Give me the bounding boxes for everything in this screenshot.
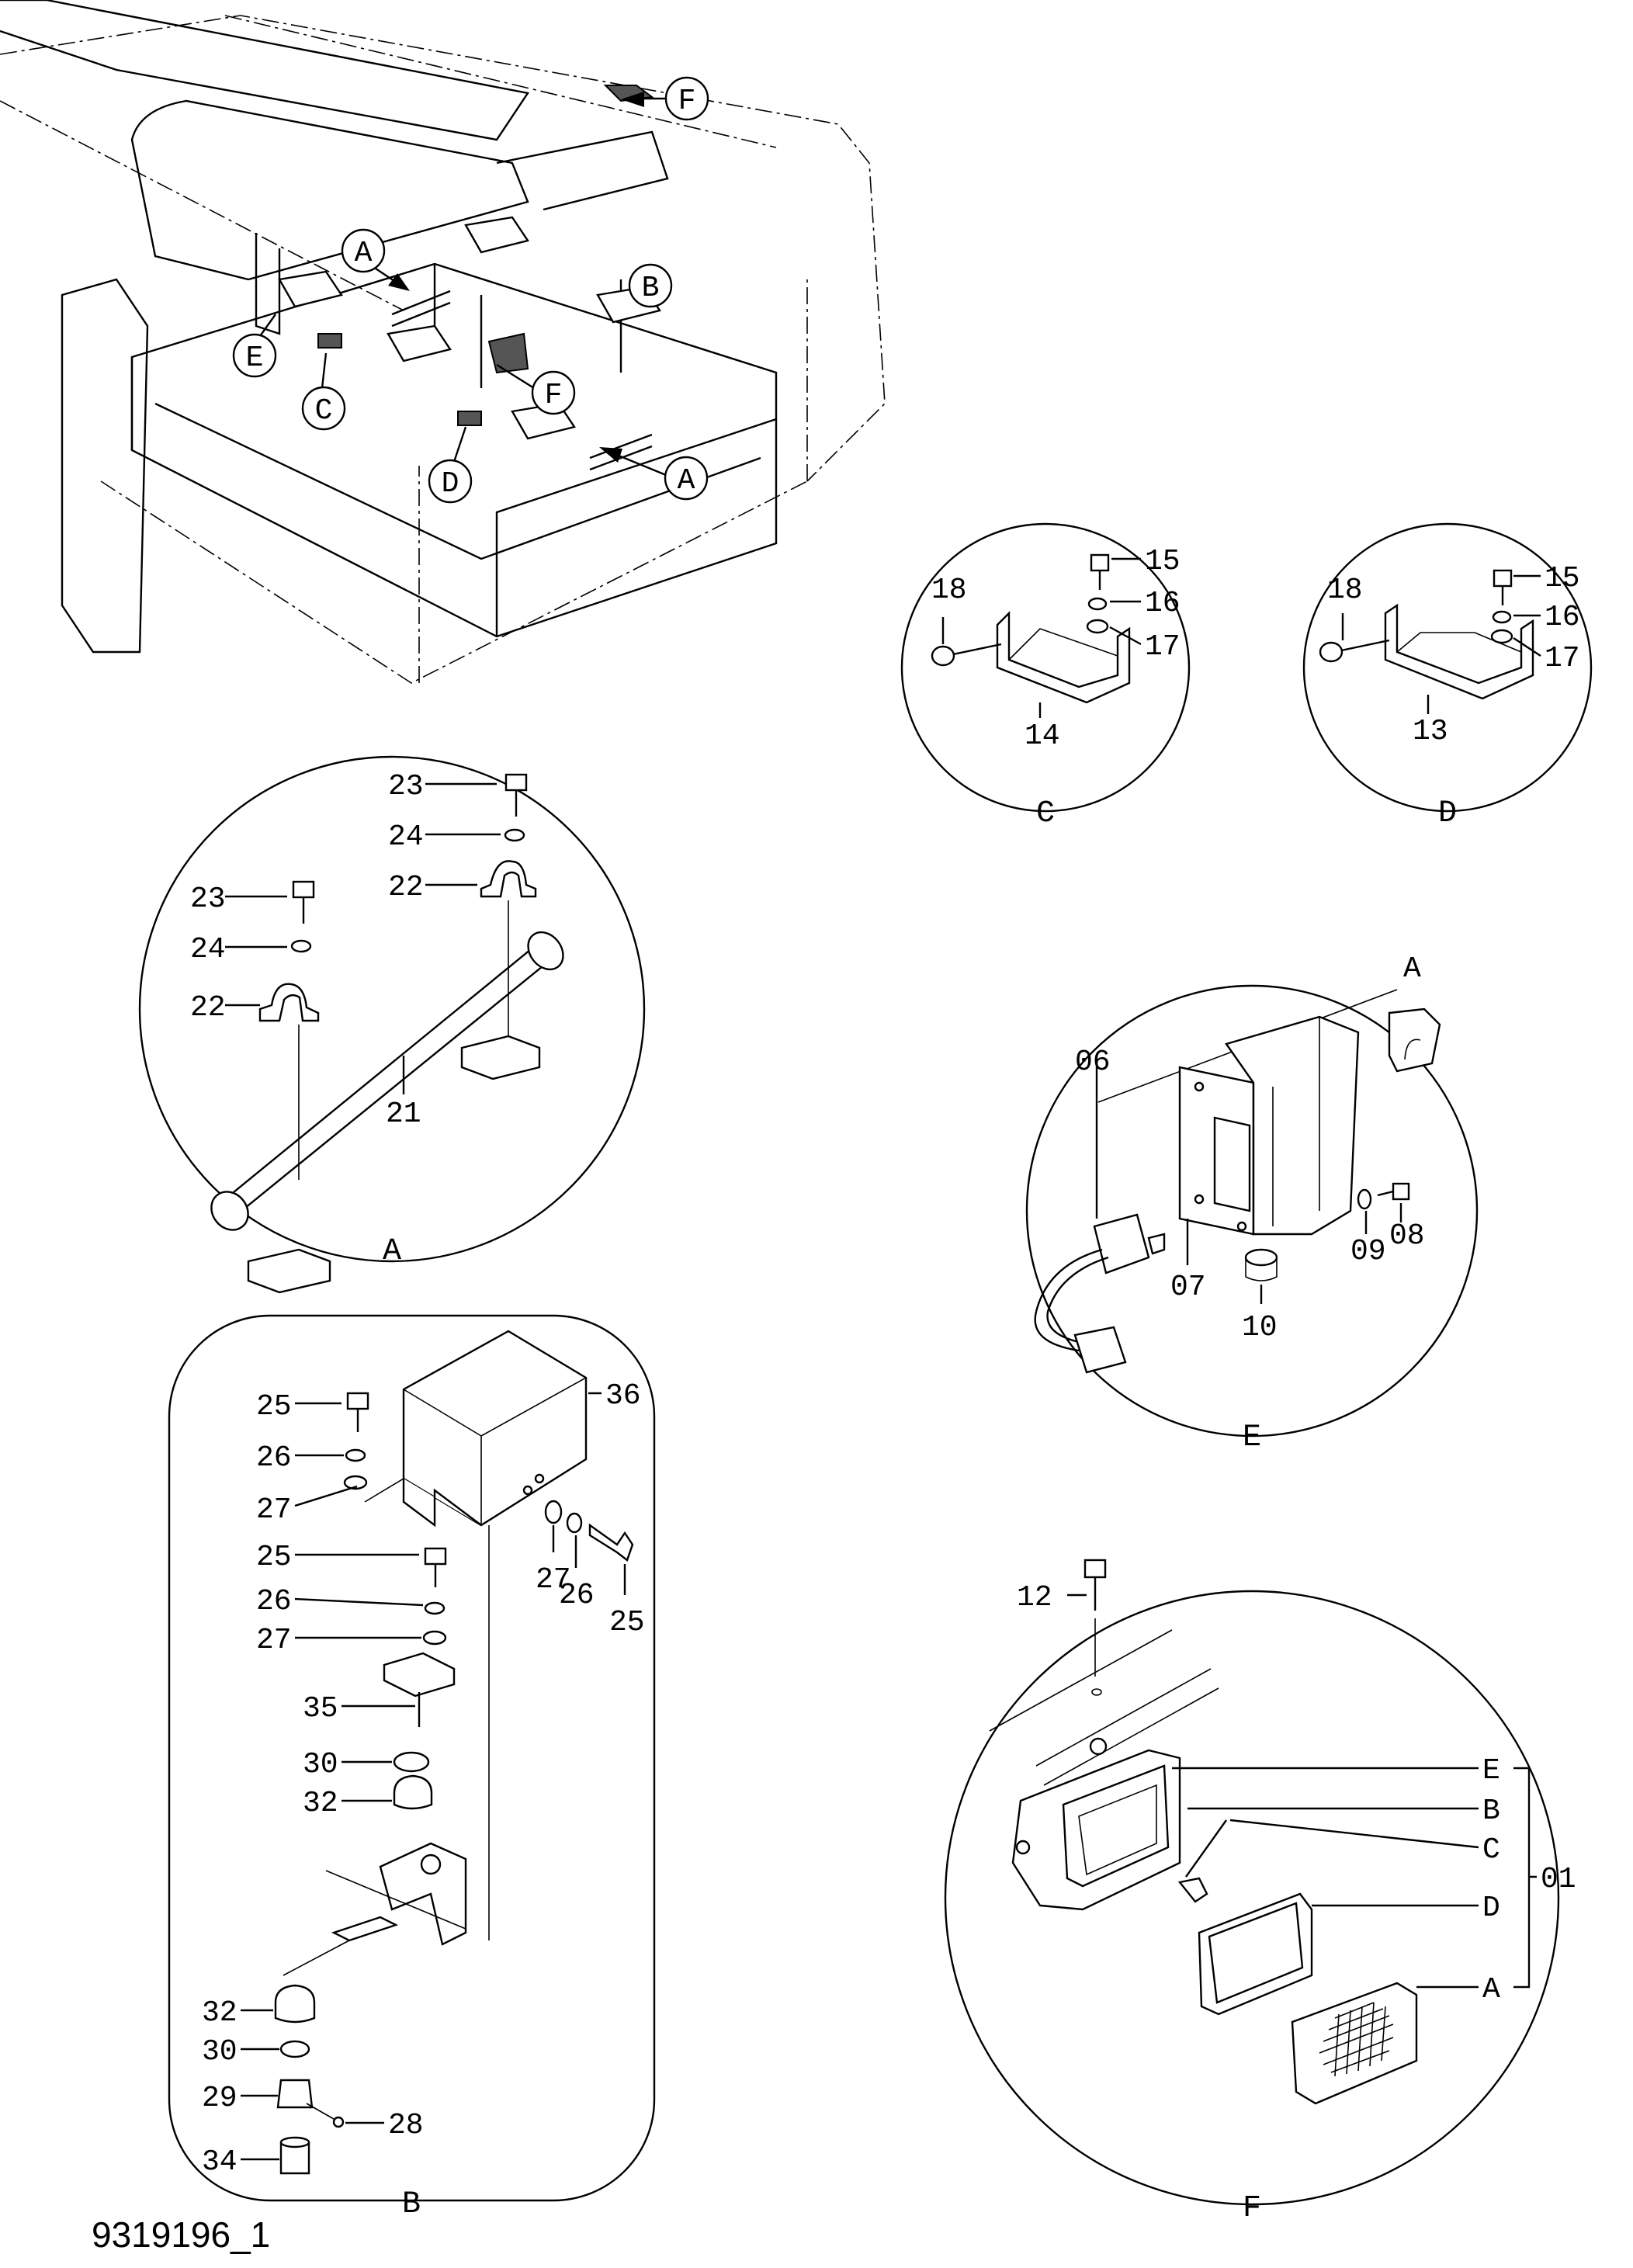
- label: E: [1482, 1754, 1500, 1788]
- label: 23: [388, 770, 424, 803]
- label: C: [1482, 1833, 1500, 1867]
- label: B: [1482, 1795, 1500, 1828]
- label: 08: [1389, 1219, 1425, 1253]
- detail-caption: D: [1438, 796, 1457, 831]
- label: 14: [1025, 720, 1060, 753]
- label: 27: [536, 1563, 571, 1597]
- label: 26: [256, 1585, 292, 1618]
- label: 34: [202, 2145, 237, 2179]
- callout-label: C: [315, 394, 333, 428]
- label: 18: [931, 574, 967, 607]
- label: 25: [256, 1390, 292, 1424]
- detail-d: 18 15 16 17 13 D: [1302, 522, 1593, 831]
- drawing-number: 9319196_1: [92, 2214, 271, 2255]
- detail-c: 18 15 16 17 14 C: [900, 522, 1191, 831]
- label: 17: [1545, 642, 1580, 675]
- callout-a-lower: A: [599, 447, 709, 501]
- detail-caption: F: [1243, 2191, 1261, 2226]
- label: 36: [605, 1379, 641, 1413]
- label: 15: [1145, 545, 1181, 578]
- callout-f-middle: F: [496, 363, 576, 415]
- detail-a: 23 24 22 23 24 22 21 A: [138, 755, 646, 1294]
- callout-label: A: [355, 237, 373, 270]
- label: D: [1482, 1892, 1500, 1925]
- label: 06: [1075, 1046, 1111, 1079]
- label: 27: [256, 1493, 292, 1527]
- overview-frame-drawing: [0, 0, 886, 684]
- callout-a-upper: A: [341, 228, 410, 291]
- callout-e: E: [232, 314, 277, 378]
- label: 22: [190, 991, 226, 1025]
- label: 07: [1170, 1271, 1206, 1304]
- label: 22: [388, 871, 424, 904]
- detail-caption: B: [402, 2187, 421, 2222]
- lamp-lens-grid: [1319, 2002, 1394, 2077]
- label: 01: [1541, 1863, 1576, 1896]
- detail-b: 25 26 27 36 27 26 25 25 26 27 35 30 32 3…: [168, 1314, 656, 2222]
- label: 24: [388, 820, 424, 854]
- detail-caption: E: [1243, 1420, 1261, 1455]
- label: 16: [1145, 587, 1181, 620]
- label: 27: [256, 1624, 292, 1657]
- label: 16: [1545, 601, 1580, 634]
- label: A: [1482, 1973, 1500, 2006]
- label: 32: [202, 1996, 237, 2030]
- label: 17: [1145, 630, 1181, 664]
- callout-label: F: [545, 379, 563, 412]
- label: 23: [190, 883, 226, 916]
- label: 12: [1017, 1581, 1052, 1614]
- callout-d: D: [428, 426, 473, 504]
- label: 24: [190, 933, 226, 966]
- detail-f: 12 E B C D A 01 F: [944, 1559, 1576, 2226]
- label: 13: [1413, 715, 1448, 748]
- label: 29: [202, 2082, 237, 2115]
- label: 35: [303, 1692, 338, 1725]
- label: 15: [1545, 562, 1580, 595]
- ref-label: A: [1403, 952, 1421, 986]
- callout-label: F: [678, 85, 696, 118]
- label: 09: [1350, 1235, 1386, 1268]
- callout-label: B: [642, 272, 660, 305]
- label: 18: [1327, 574, 1363, 607]
- label: 25: [609, 1606, 645, 1639]
- label: 25: [256, 1541, 292, 1574]
- label: 10: [1242, 1311, 1278, 1344]
- overview-callouts: F A B E C F D: [232, 76, 709, 504]
- label: 30: [202, 2035, 237, 2069]
- label: 26: [256, 1441, 292, 1475]
- callout-b: B: [628, 263, 673, 308]
- label: 28: [388, 2109, 424, 2142]
- callout-label: D: [442, 467, 459, 501]
- label: 30: [303, 1748, 338, 1781]
- detail-caption: C: [1036, 796, 1055, 831]
- label: 21: [386, 1098, 421, 1131]
- callout-label: A: [678, 464, 695, 498]
- label: 26: [559, 1579, 595, 1612]
- callout-f-top: F: [621, 76, 709, 121]
- detail-caption: A: [383, 1234, 401, 1269]
- detail-e: A 06 07 09 08 10 E: [1025, 952, 1479, 1455]
- label: 32: [303, 1787, 338, 1820]
- callout-label: E: [246, 342, 264, 375]
- callout-c: C: [301, 352, 346, 431]
